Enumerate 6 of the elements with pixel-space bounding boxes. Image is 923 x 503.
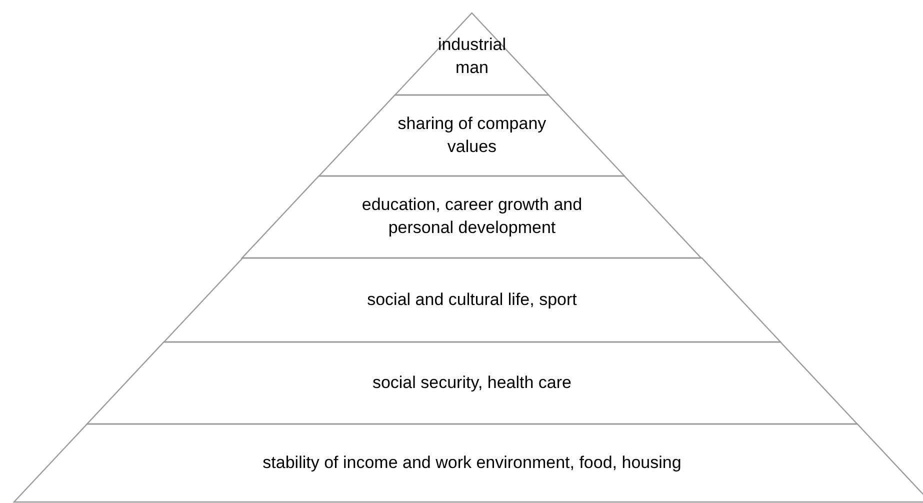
tier-label: social security, health care	[372, 372, 572, 394]
tier-label: stability of income and work environment, food, housing	[262, 452, 682, 474]
tier-label: sharing of company values	[396, 112, 548, 158]
tier-label: education, career growth and personal development	[360, 194, 584, 239]
tier-label: industrial man	[436, 34, 507, 79]
tier-label: social and cultural life, sport	[367, 288, 577, 311]
